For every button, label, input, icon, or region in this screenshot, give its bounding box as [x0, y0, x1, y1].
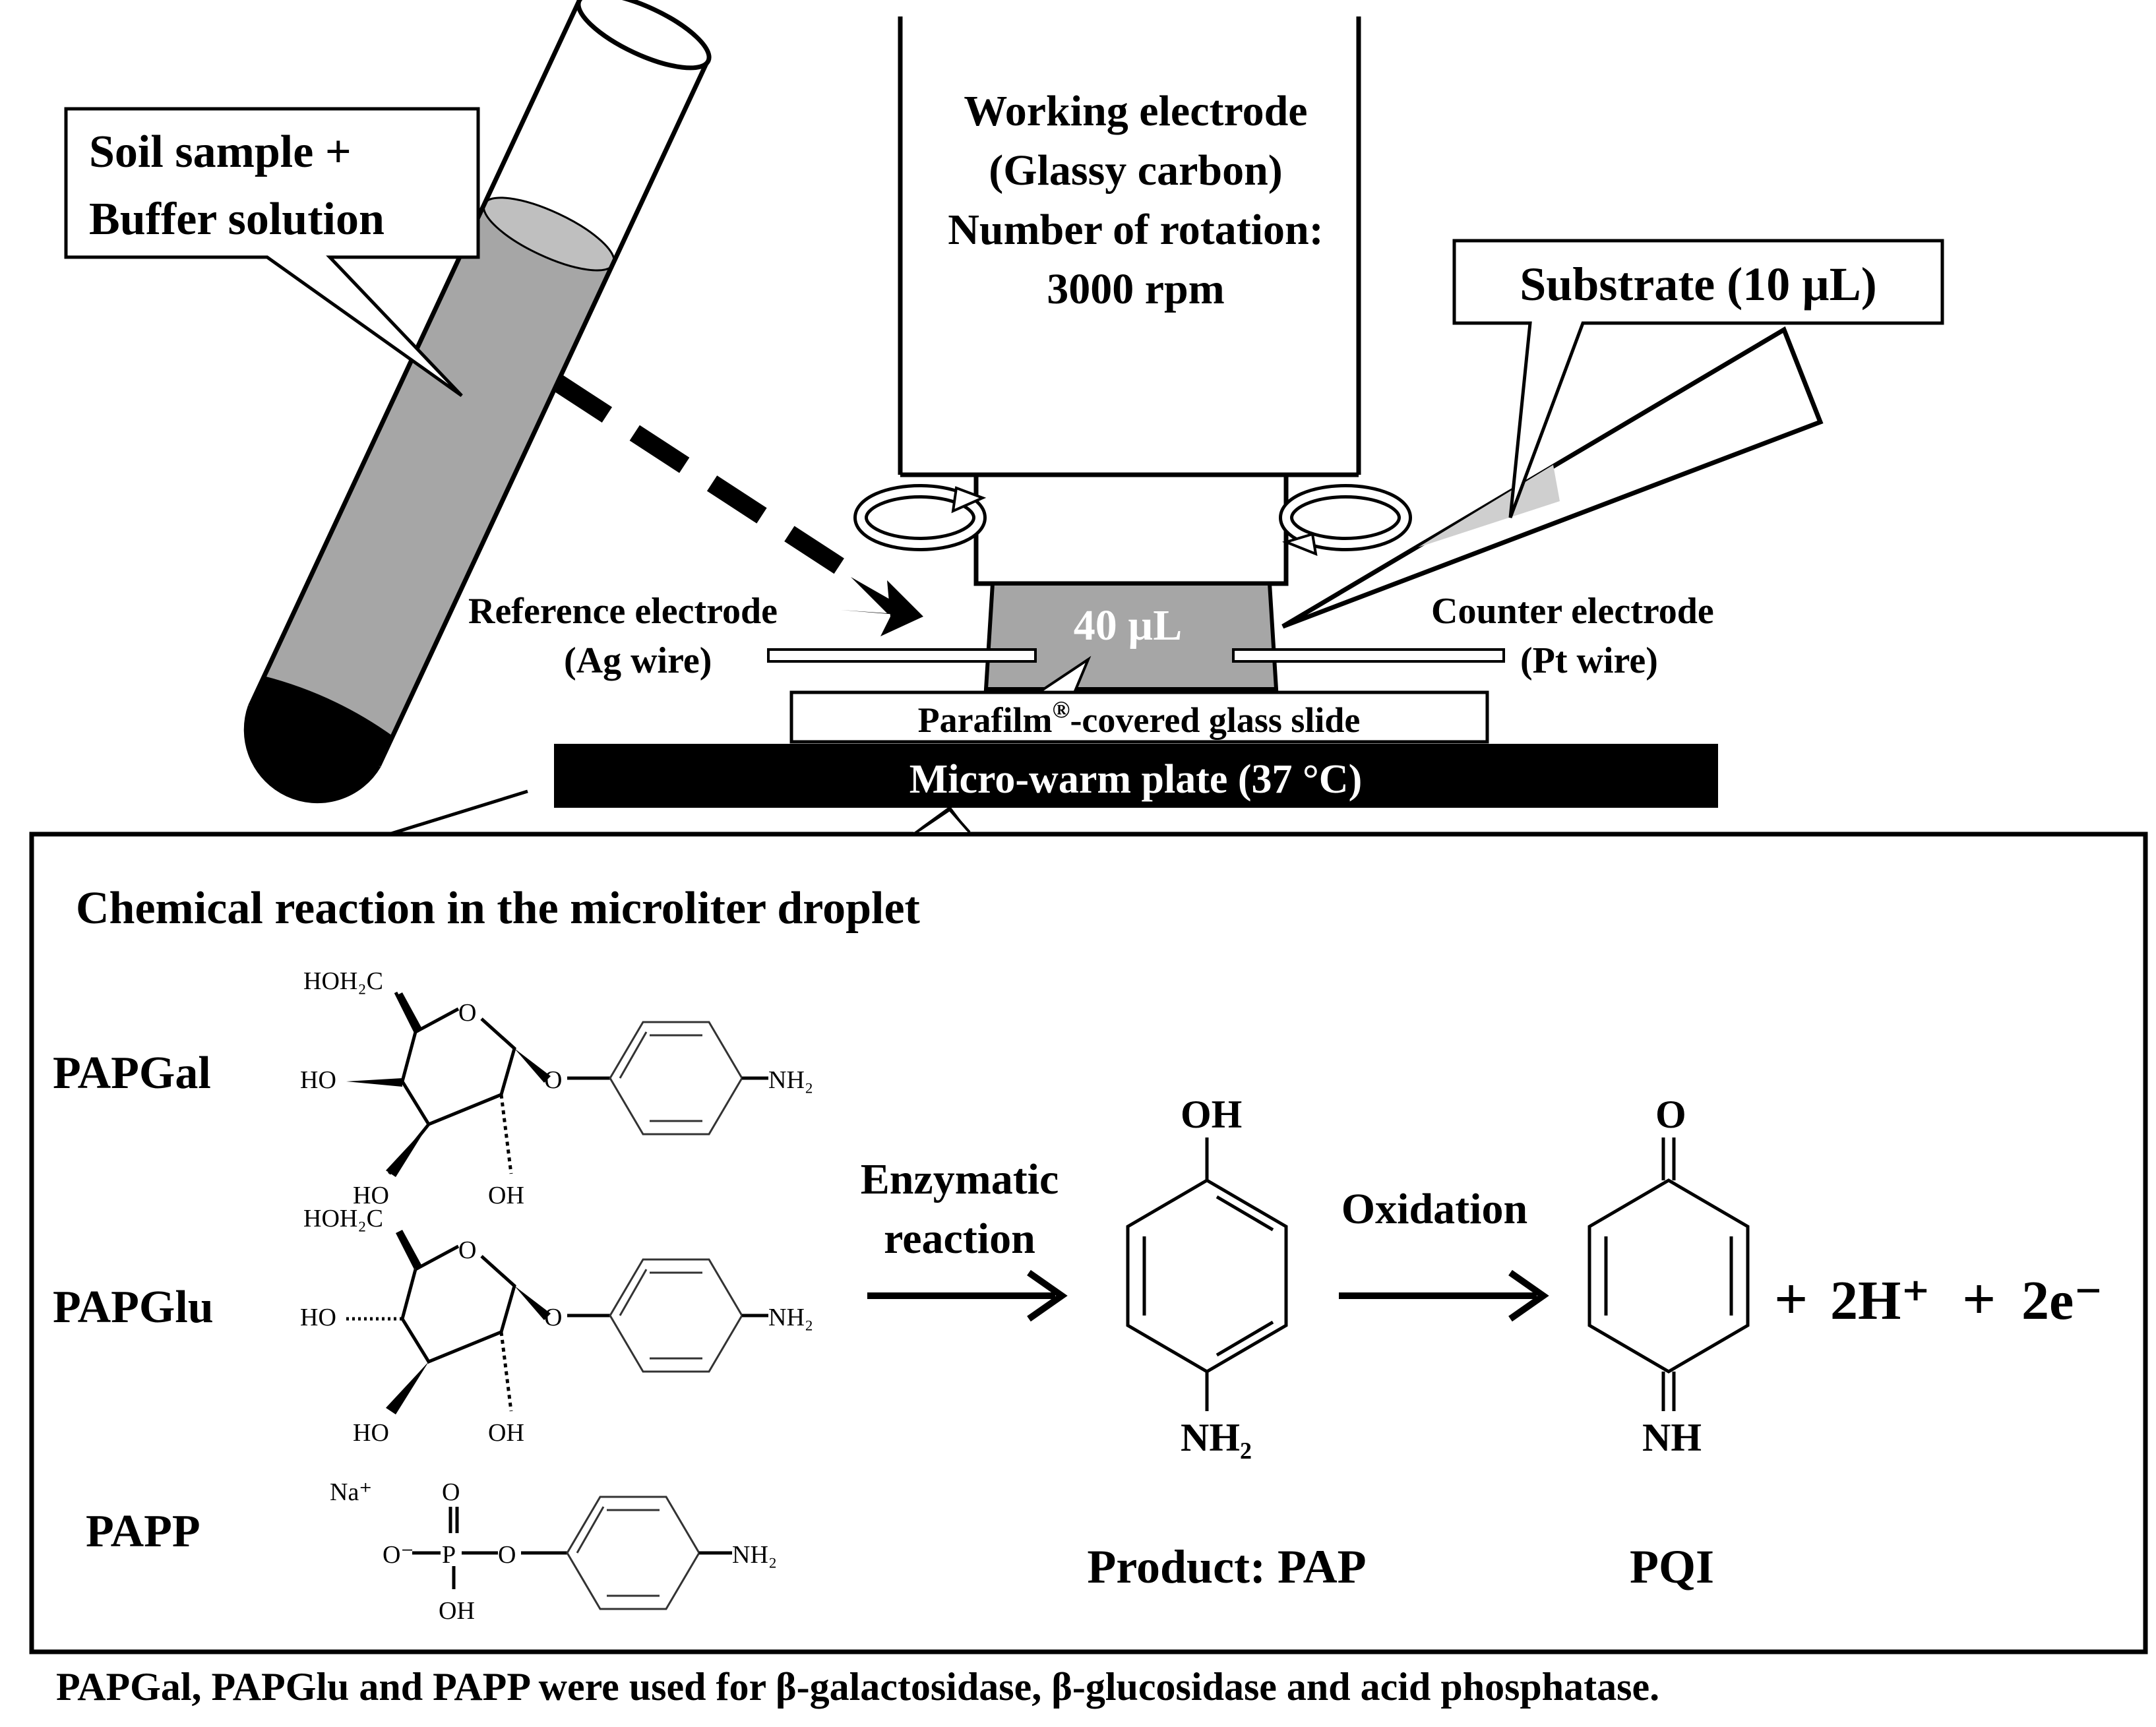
substrate-name-papp: PAPP	[86, 1506, 200, 1557]
soil-sample-callout: Soil sample + Buffer solution	[64, 107, 480, 398]
soil-label-line2: Buffer solution	[89, 194, 385, 245]
plate-label: Micro-warm plate (37 °C)	[909, 757, 1362, 802]
svg-text:HO: HO	[353, 1182, 389, 1209]
step2-label: Oxidation	[1341, 1185, 1527, 1233]
pqi-structure: O NH PQI	[1587, 1093, 1750, 1593]
substrate-name-papgal: PAPGal	[53, 1048, 211, 1099]
substrate-callout: Substrate (10 µL)	[1452, 239, 1944, 518]
electrode-tip	[973, 472, 1289, 586]
zoom-line-left	[388, 789, 528, 836]
working-line4: 3000 rpm	[1047, 265, 1224, 313]
svg-text:OH: OH	[439, 1597, 475, 1625]
caption: PAPGal, PAPGlu and PAPP were used for β-…	[56, 1665, 1659, 1709]
counter-wire	[1232, 648, 1505, 663]
soil-label-line1: Soil sample +	[89, 127, 352, 177]
droplet-label: 40 µL	[1074, 601, 1183, 650]
papp-structure: Na⁺ O O⁻ P O OH NH₂	[330, 1478, 777, 1625]
rotation-arrow-left-icon	[853, 484, 987, 551]
reaction-box	[29, 832, 2148, 1654]
svg-text:HO: HO	[300, 1066, 336, 1094]
pqi-o: O	[1655, 1093, 1686, 1136]
substrate-name-papglu: PAPGlu	[53, 1282, 214, 1333]
papgal-hoh2c: HOH₂C	[303, 967, 383, 995]
svg-text:NH₂: NH₂	[768, 1304, 813, 1331]
step1-line2: reaction	[884, 1215, 1035, 1263]
rotation-arrow-right-icon	[1279, 484, 1412, 557]
reaction-title: Chemical reaction in the microliter drop…	[76, 883, 920, 934]
svg-text:HO: HO	[353, 1419, 389, 1447]
counter-line2: (Pt wire)	[1520, 640, 1658, 681]
svg-text:HO: HO	[300, 1304, 336, 1331]
svg-text:HOH₂C: HOH₂C	[303, 1205, 383, 1232]
substrate-label: Substrate (10 µL)	[1520, 258, 1876, 311]
svg-text:NH₂: NH₂	[732, 1541, 777, 1569]
pipette-tip	[1281, 326, 1824, 629]
svg-text:Na⁺: Na⁺	[330, 1478, 372, 1506]
svg-text:OH: OH	[488, 1419, 524, 1447]
svg-text:+: +	[1774, 1267, 1808, 1332]
pqi-label: PQI	[1630, 1540, 1714, 1593]
micro-warm-plate: Micro-warm plate (37 °C)	[554, 744, 1718, 808]
svg-text:O: O	[442, 1478, 460, 1506]
reference-wire	[767, 648, 1037, 663]
reference-line1: Reference electrode	[468, 591, 778, 632]
enzymatic-arrow-icon	[867, 1269, 1068, 1322]
pap-nh2: NH₂	[1181, 1416, 1252, 1459]
svg-text:+: +	[1962, 1267, 1996, 1332]
papgal-structure: HOH₂C O HO HO OH O NH₂	[300, 967, 813, 1209]
svg-text:2H⁺: 2H⁺	[1830, 1270, 1930, 1331]
oxidation-arrow-icon	[1339, 1269, 1549, 1322]
svg-text:P: P	[442, 1541, 456, 1569]
svg-text:OH: OH	[488, 1182, 524, 1209]
svg-text:O: O	[498, 1541, 516, 1569]
pap-oh: OH	[1181, 1093, 1242, 1136]
reference-line2: (Ag wire)	[564, 640, 712, 681]
counter-line1: Counter electrode	[1431, 591, 1714, 632]
working-line2: (Glassy carbon)	[989, 146, 1283, 195]
pap-label: Product: PAP	[1087, 1540, 1366, 1593]
papglu-structure: HOH₂C O HO HO OH O NH₂	[300, 1205, 813, 1447]
step1-line1: Enzymatic	[861, 1155, 1059, 1203]
svg-text:O: O	[458, 999, 476, 1027]
working-electrode: Working electrode (Glassy carbon) Number…	[898, 16, 1361, 477]
svg-text:NH₂: NH₂	[768, 1066, 813, 1094]
working-line1: Working electrode	[964, 87, 1307, 135]
working-line3: Number of rotation:	[948, 206, 1324, 254]
svg-text:O: O	[544, 1066, 562, 1094]
svg-text:O: O	[544, 1304, 562, 1331]
reaction-byproducts: + 2H⁺ + 2e⁻	[1774, 1267, 2103, 1332]
slide-label: Parafilm®-covered glass slide	[918, 696, 1361, 740]
pap-structure: OH NH₂ Product: PAP	[1087, 1093, 1366, 1593]
pqi-nh: NH	[1642, 1416, 1702, 1459]
svg-text:O: O	[458, 1236, 476, 1264]
transfer-dashed-arrow	[552, 375, 923, 636]
glass-slide: Parafilm®-covered glass slide	[789, 690, 1489, 744]
droplet: 40 µL	[983, 582, 1279, 691]
svg-text:2e⁻: 2e⁻	[2021, 1270, 2103, 1331]
svg-text:O⁻: O⁻	[383, 1541, 414, 1569]
